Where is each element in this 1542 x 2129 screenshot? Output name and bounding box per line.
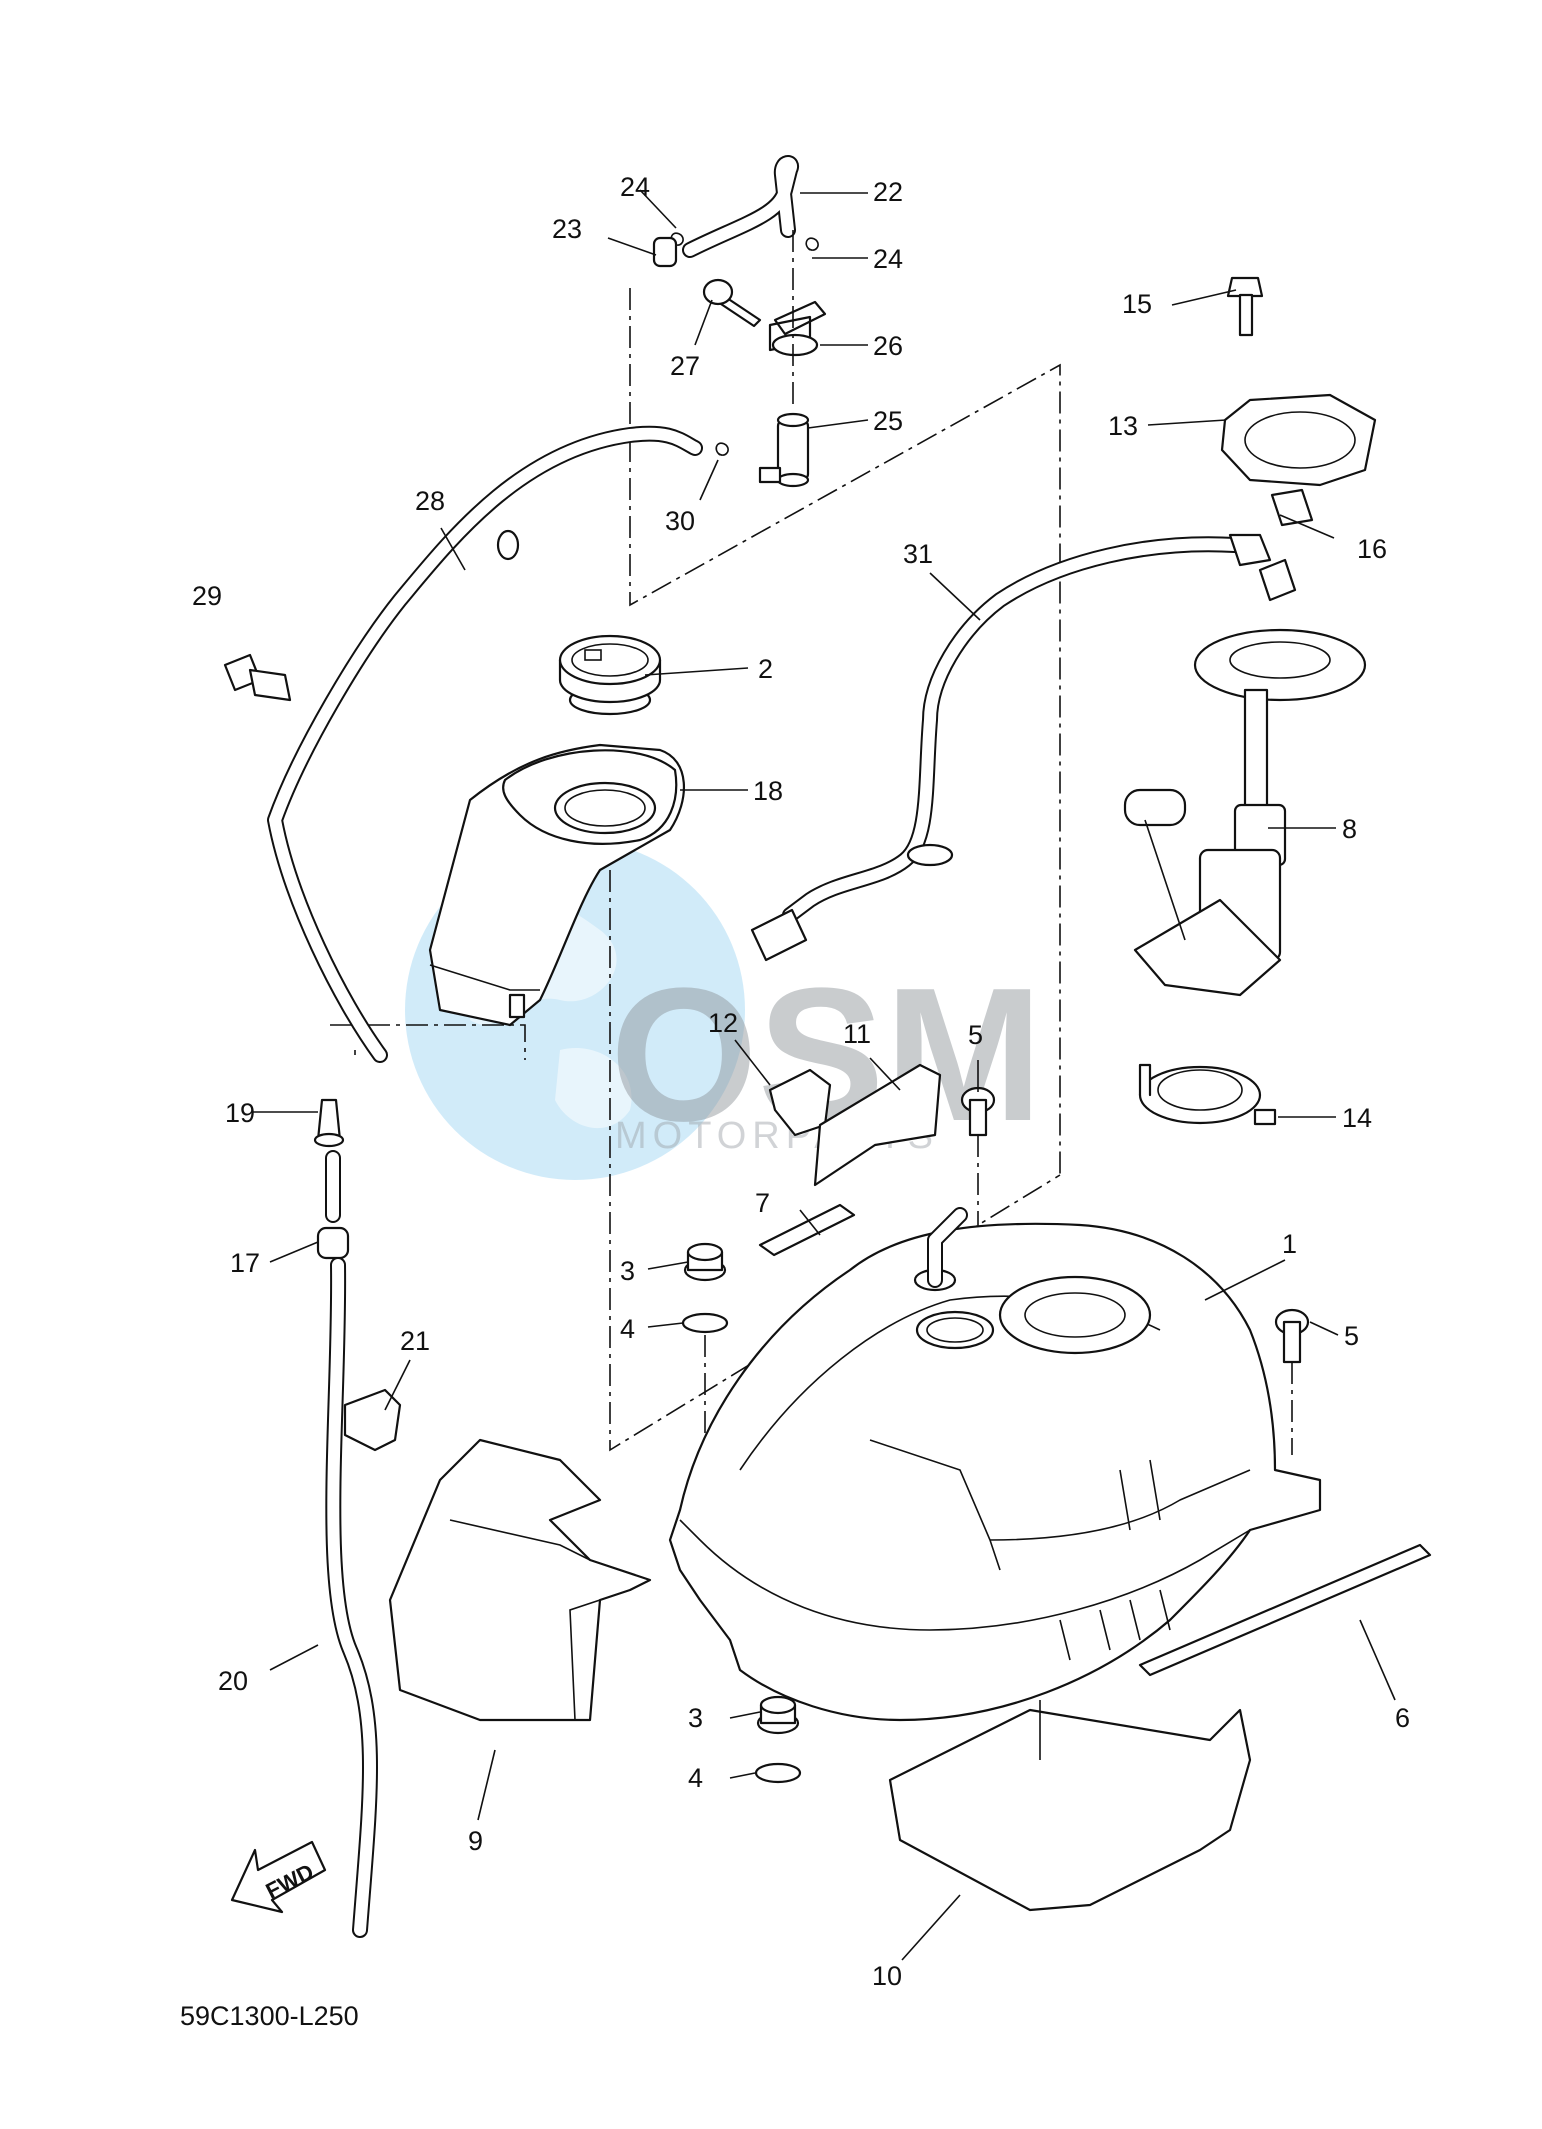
callout-5-right: 5 (1344, 1321, 1359, 1351)
callout-1: 1 (1282, 1229, 1297, 1259)
drain-hose-assembly (313, 1098, 378, 1938)
callout-23: 23 (552, 214, 582, 244)
fuel-pump-8 (1123, 558, 1367, 997)
callout-19: 19 (225, 1098, 255, 1128)
callout-29: 29 (192, 581, 222, 611)
leader-lines (253, 189, 1396, 1961)
bolts-5 (960, 1086, 1310, 1455)
clamp-29 (223, 653, 292, 702)
callout-22: 22 (873, 177, 903, 207)
callout-26: 26 (873, 331, 903, 361)
callout-25: 25 (873, 406, 903, 436)
callout-7: 7 (755, 1188, 770, 1218)
callout-2: 2 (758, 654, 773, 684)
tank-cover-18 (428, 743, 686, 1027)
callout-14: 14 (1342, 1103, 1372, 1133)
callout-5-upper: 5 (968, 1020, 983, 1050)
callout-3-upper: 3 (620, 1256, 635, 1286)
callout-20: 20 (218, 1666, 248, 1696)
callouts: 22 24 23 24 27 26 25 30 28 29 31 2 18 15… (192, 172, 1410, 1991)
diagram-code: 59C1300-L250 (180, 2001, 359, 2031)
callout-9: 9 (468, 1826, 483, 1856)
callout-12: 12 (708, 1008, 738, 1038)
callout-13: 13 (1108, 411, 1138, 441)
callout-17: 17 (230, 1248, 260, 1278)
vent-hose-28 (267, 425, 703, 1063)
callout-24-right: 24 (873, 244, 903, 274)
callout-8: 8 (1342, 814, 1357, 844)
fwd-direction-marker: FWD (230, 1840, 327, 1914)
callout-16: 16 (1357, 534, 1387, 564)
callout-21: 21 (400, 1326, 430, 1356)
clamp-21 (343, 1388, 402, 1452)
callout-18: 18 (753, 776, 783, 806)
vent-assembly (652, 155, 827, 488)
nuts-washers (681, 1242, 802, 1784)
callout-24-top: 24 (620, 172, 650, 202)
callout-28: 28 (415, 486, 445, 516)
fuel-tank-1 (668, 1207, 1322, 1722)
callout-4-upper: 4 (620, 1314, 635, 1344)
fuel-cap-2 (558, 634, 662, 716)
callout-3-lower: 3 (688, 1703, 703, 1733)
ring-14 (1138, 1063, 1277, 1126)
pad-10 (888, 1700, 1252, 1912)
pad-9 (388, 1438, 652, 1722)
callout-11: 11 (843, 1019, 871, 1049)
strip-6 (1138, 1543, 1432, 1677)
fuel-line-31 (750, 533, 1272, 962)
callout-31: 31 (903, 539, 933, 569)
callout-15: 15 (1122, 289, 1152, 319)
pump-plate-assembly (1220, 276, 1377, 527)
small-brackets (758, 1063, 942, 1257)
callout-6: 6 (1395, 1703, 1410, 1733)
callout-27: 27 (670, 351, 700, 381)
callout-10: 10 (872, 1961, 902, 1991)
callout-4-lower: 4 (688, 1763, 703, 1793)
callout-30: 30 (665, 506, 695, 536)
